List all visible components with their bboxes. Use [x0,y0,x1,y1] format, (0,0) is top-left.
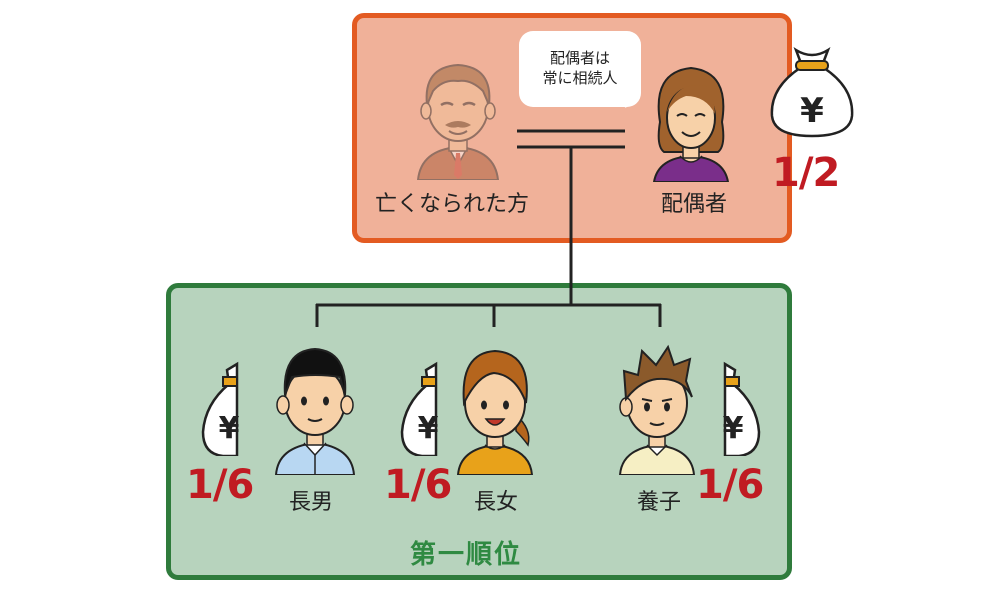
svg-text:¥: ¥ [219,411,239,446]
bubble-line-2: 常に相続人 [542,69,618,87]
first-rank-title: 第一順位 [410,540,523,570]
adopted-child-icon [618,344,696,475]
spouse-share: 1/2 [772,150,840,196]
spouse-label: 配偶者 [661,192,728,217]
deceased-man-icon [416,63,500,180]
svg-text:¥: ¥ [800,91,824,131]
adopted-child-share: 1/6 [696,462,764,508]
eldest-son-label: 長男 [289,490,334,515]
eldest-daughter-share: 1/6 [384,462,452,508]
adopted-child-money-bag-icon: ¥ [723,361,761,456]
eldest-son-share: 1/6 [186,462,254,508]
adopted-child-label: 養子 [637,490,682,515]
speech-bubble [519,31,641,107]
speech-bubble-text: 配偶者は 常に相続人 [519,48,641,88]
bubble-line-1: 配偶者は [549,49,610,67]
eldest-daughter-icon [456,349,534,475]
eldest-daughter-money-bag-icon: ¥ [400,361,438,456]
eldest-daughter-label: 長女 [474,490,519,515]
svg-text:¥: ¥ [418,411,438,446]
eldest-son-money-bag-icon: ¥ [201,361,239,456]
eldest-son-icon [274,347,356,475]
spouse-money-bag-icon: ¥ [770,46,854,138]
deceased-label: 亡くなられた方 [375,192,530,217]
spouse-woman-icon [652,66,730,182]
svg-text:¥: ¥ [723,411,744,446]
